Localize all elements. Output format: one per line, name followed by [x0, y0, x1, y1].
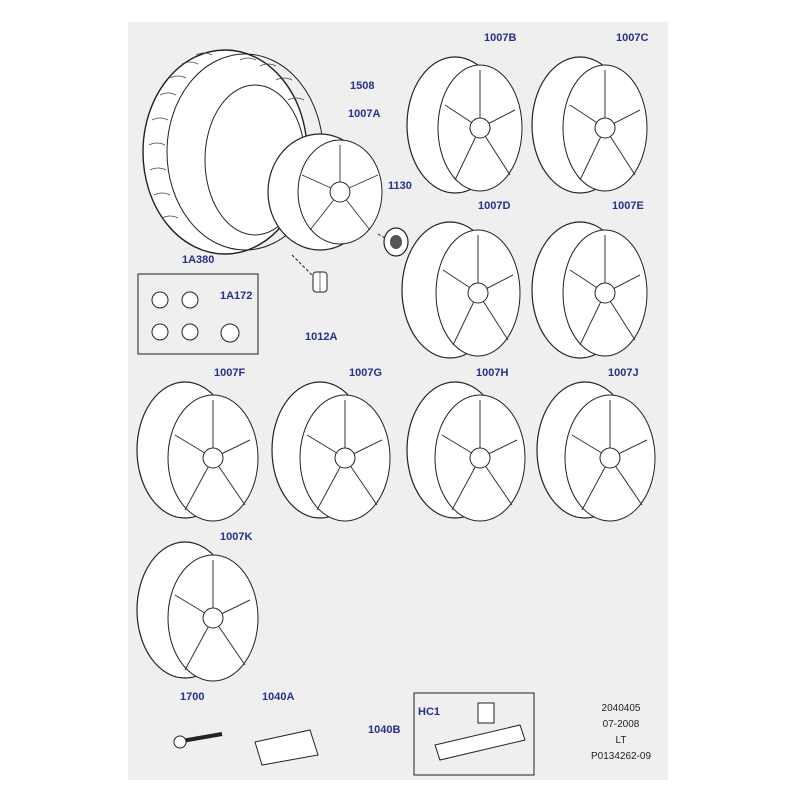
wheel-1007h[interactable]: [406, 381, 526, 522]
label-1700: 1700: [180, 691, 205, 703]
balance-weight-1040b[interactable]: [434, 702, 526, 761]
leader-dash: [291, 254, 313, 276]
label-1a380: 1A380: [182, 254, 215, 266]
label-1007d: 1007D: [478, 200, 511, 212]
diagram-date: 07-2008: [602, 719, 640, 730]
label-1007h: 1007H: [476, 367, 509, 379]
wheel-1007k[interactable]: [136, 541, 259, 682]
wheel-1007a[interactable]: [267, 133, 383, 251]
label-1012a: 1012A: [305, 331, 338, 343]
valve-1700[interactable]: [173, 732, 223, 749]
diagram-ref: P0134262-09: [590, 751, 652, 762]
diagram-model: LT: [615, 735, 627, 746]
label-1040a: 1040A: [262, 691, 295, 703]
label-1007c: 1007C: [616, 32, 649, 44]
diagram-code: 2040405: [601, 703, 641, 714]
label-1007k: 1007K: [220, 531, 253, 543]
label-1007e: 1007E: [612, 200, 644, 212]
leader-dash: [377, 233, 386, 239]
wheel-nut-1012a[interactable]: [312, 271, 328, 293]
wheel-1007e[interactable]: [531, 221, 648, 359]
weight-kit-box: [413, 692, 535, 776]
label-1a172: 1A172: [220, 290, 253, 302]
lock-nut-kit-box: [137, 273, 259, 355]
wheel-1007b[interactable]: [406, 56, 523, 194]
label-1040b: 1040B: [368, 724, 401, 736]
wheel-1007c[interactable]: [531, 56, 648, 194]
label-1508: 1508: [350, 80, 375, 92]
label-1007g: 1007G: [349, 367, 383, 379]
wheel-1007d[interactable]: [401, 221, 521, 359]
lock-nuts[interactable]: [151, 291, 240, 343]
label-1007j: 1007J: [608, 367, 639, 379]
wheel-1007g[interactable]: [271, 381, 391, 522]
label-1007a: 1007A: [348, 108, 381, 120]
label-1007f: 1007F: [214, 367, 246, 379]
wheel-1007j[interactable]: [536, 381, 656, 522]
label-1007b: 1007B: [484, 32, 517, 44]
label-hc1: HC1: [418, 706, 441, 718]
label-1130: 1130: [388, 180, 412, 192]
balance-weight-1040a[interactable]: [254, 729, 319, 766]
wheel-1007f[interactable]: [136, 381, 259, 522]
center-cap-1130[interactable]: [383, 227, 409, 257]
